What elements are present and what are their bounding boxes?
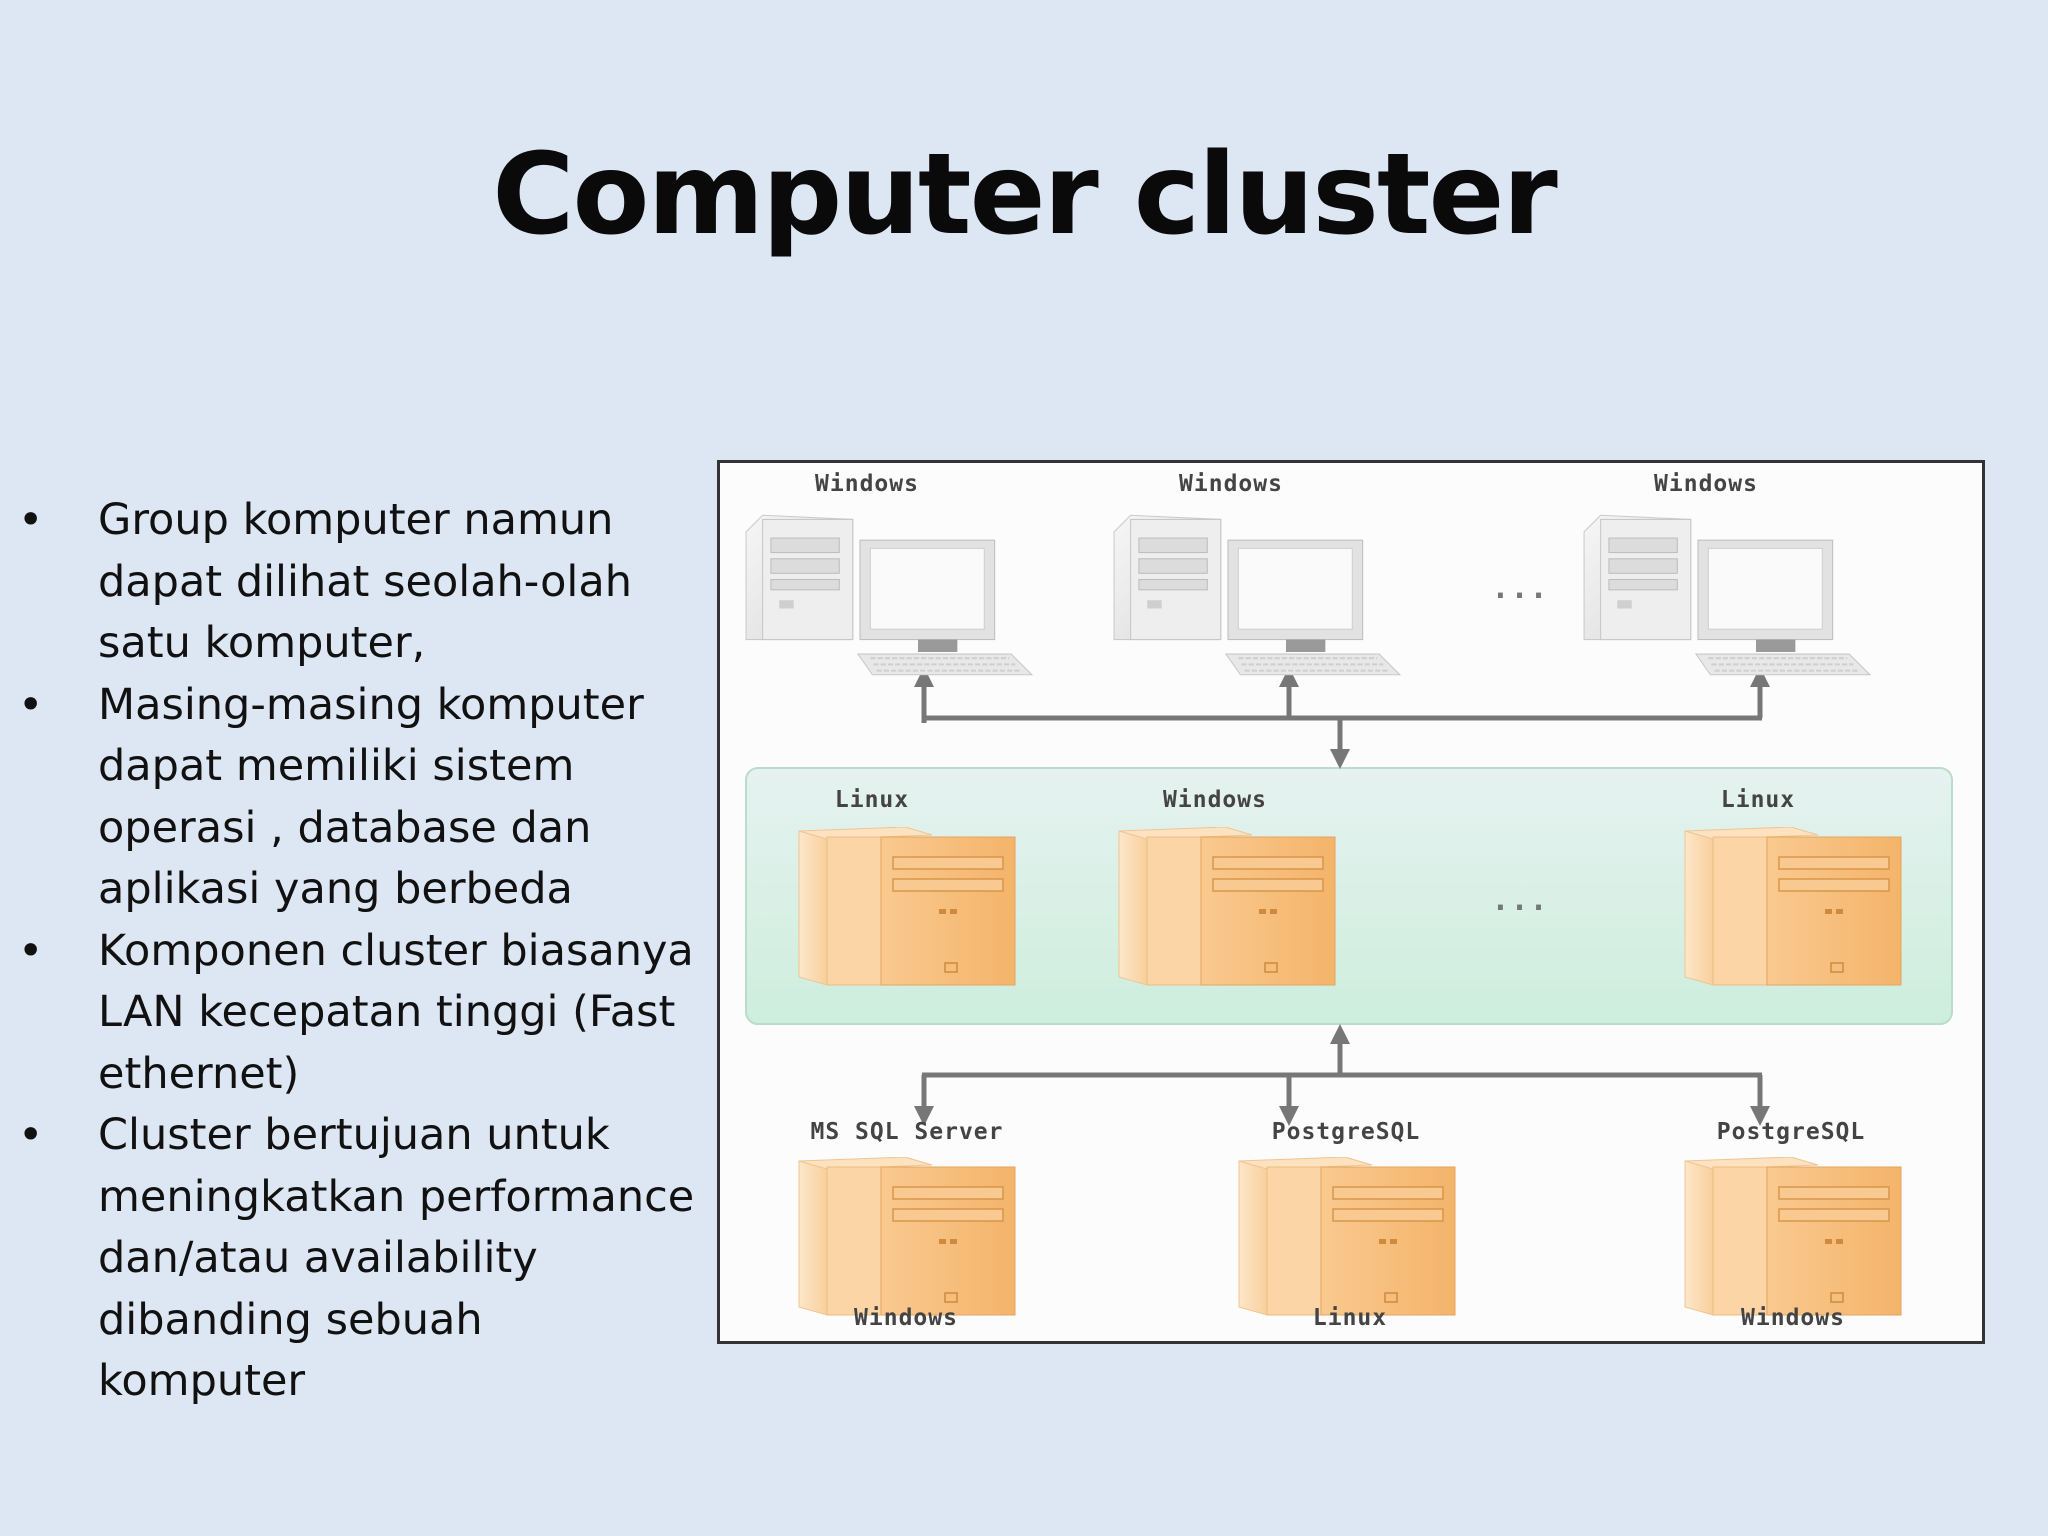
desktop-computer-icon <box>1583 514 1871 676</box>
server-tower-icon <box>1118 827 1336 986</box>
database-label: MS SQL Server <box>810 1119 1004 1145</box>
bullet-text: Group komputer namun dapat dilihat seola… <box>98 495 632 668</box>
client-ellipsis: ... <box>1491 571 1549 606</box>
bullet-dot: • <box>18 925 44 976</box>
client-connectors <box>914 667 1770 769</box>
cluster-node-os-label: Linux <box>1720 787 1796 813</box>
server-tower-icon <box>1238 1157 1456 1316</box>
slide-title: Computer cluster <box>492 130 1557 260</box>
bullet-item: • Cluster bertujuan untuk meningkatkan pe… <box>18 1105 698 1413</box>
cluster-node-os-label: Linux <box>834 787 910 813</box>
client-os-label: Windows <box>1179 471 1283 497</box>
desktop-computer-icon <box>745 514 1033 676</box>
cluster-node-os-label: Windows <box>1163 787 1267 813</box>
bullet-list: • Group komputer namun dapat dilihat seol… <box>18 490 698 1413</box>
bullet-dot: • <box>18 495 44 545</box>
database-connectors <box>914 1024 1770 1126</box>
desktop-computer-icon <box>1113 514 1401 676</box>
cluster-diagram: Windows Windows Windows ... Linux Window… <box>717 460 1985 1344</box>
diagram-graphics <box>745 514 1953 1316</box>
server-tower-icon <box>798 827 1016 986</box>
bullet-item: • Komponen cluster biasanya LAN kecepatan… <box>18 921 698 1106</box>
database-os-label: Linux <box>1312 1305 1388 1331</box>
server-tower-icon <box>1684 1157 1902 1316</box>
database-label: PostgreSQL <box>1271 1119 1421 1145</box>
bullet-item: • Group komputer namun dapat dilihat seol… <box>18 490 698 675</box>
database-os-label: Windows <box>854 1305 958 1331</box>
database-label: PostgreSQL <box>1716 1119 1866 1145</box>
client-os-label: Windows <box>1654 471 1758 497</box>
server-tower-icon <box>1684 827 1902 986</box>
database-os-label: Windows <box>1741 1305 1845 1331</box>
bullet-item: • Masing-masing komputer dapat memiliki s… <box>18 675 698 921</box>
bullet-text: Cluster bertujuan untuk meningkatkan per… <box>98 1110 695 1406</box>
bullet-text: Komponen cluster biasanya LAN kecepatan … <box>98 925 694 1099</box>
server-tower-icon <box>798 1157 1016 1316</box>
bullet-dot: • <box>18 679 44 730</box>
bullet-dot: • <box>18 1110 44 1160</box>
cluster-ellipsis: ... <box>1491 883 1549 918</box>
client-os-label: Windows <box>815 471 919 497</box>
bullet-text: Masing-masing komputer dapat memiliki si… <box>98 679 644 915</box>
